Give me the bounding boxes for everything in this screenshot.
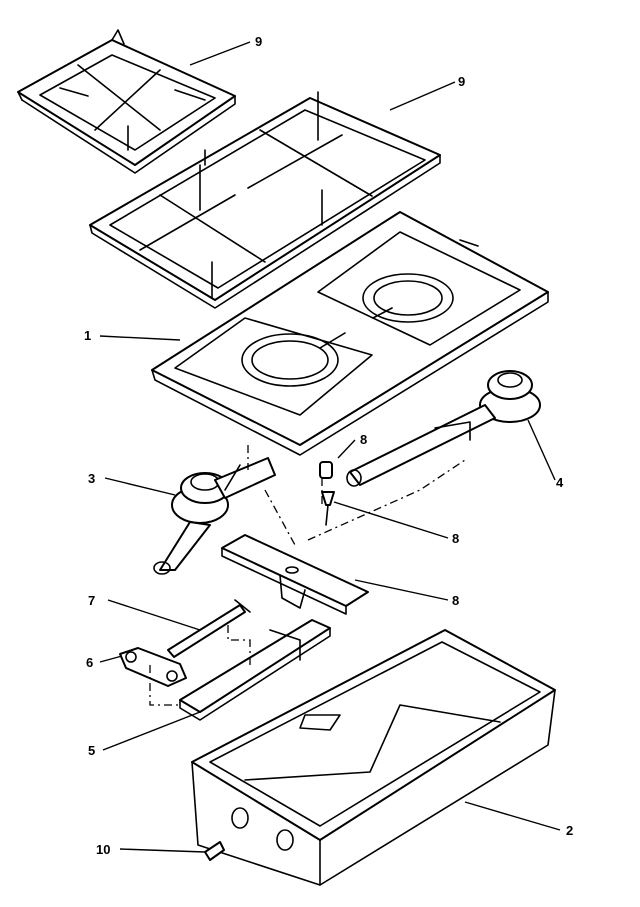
callout-4: 4 [556, 475, 564, 490]
callout-1: 1 [84, 328, 91, 343]
valve-rod [167, 599, 251, 658]
callout-8-electrode: 8 [452, 531, 459, 546]
callout-5: 5 [88, 743, 95, 758]
screw [204, 841, 225, 861]
valve-key [119, 647, 187, 687]
callout-10: 10 [96, 842, 110, 857]
burner-box [191, 629, 556, 886]
callout-9-small-grate: 9 [255, 34, 262, 49]
leader-lines [99, 41, 561, 853]
callout-8-fitting: 8 [360, 432, 367, 447]
callout-3: 3 [88, 471, 95, 486]
valve-bracket [179, 619, 331, 721]
burner-left [153, 457, 276, 575]
callout-9-double-grate: 9 [458, 74, 465, 89]
callout-7: 7 [88, 593, 95, 608]
callout-2: 2 [566, 823, 573, 838]
cooktop-panel [151, 211, 549, 456]
grate-double [89, 91, 441, 309]
burner-right [346, 370, 541, 487]
grate-small [17, 29, 236, 174]
assembly-centerlines [149, 445, 466, 706]
burner-bracket [221, 534, 369, 615]
ignitor-fittings [319, 461, 335, 526]
callout-8-bracket: 8 [452, 593, 459, 608]
callout-6: 6 [86, 655, 93, 670]
